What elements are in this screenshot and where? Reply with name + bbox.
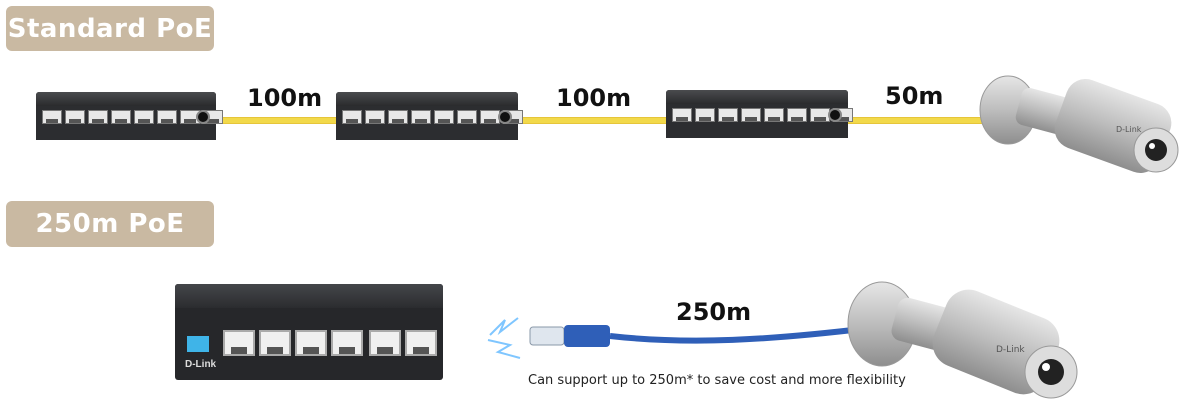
dc-power-icon [828,108,842,122]
caption-text: Can support up to 250m* to save cost and… [528,373,906,388]
distance-label-3: 50m [885,82,944,110]
camera-icon-2: D-Link [847,281,1078,399]
switch-3 [666,90,853,138]
camera-icon: D-Link [979,75,1179,174]
poe-switch-250m: D-Link [175,284,443,380]
standard-poe-label: Standard PoE [7,13,213,44]
camera-brand-text-2: D-Link [996,345,1025,355]
switch-2 [336,92,523,140]
dip-switch-icon [187,336,209,352]
long-poe-badge: 250m PoE [6,201,214,247]
blue-cable [487,317,871,359]
yellow-cable-1 [214,117,338,124]
switch-brand-text: D-Link [185,359,217,370]
switch-1 [36,92,223,140]
distance-label-1: 100m [247,84,323,112]
yellow-cable-2 [516,117,666,124]
distance-label-2: 100m [556,84,632,112]
distance-label-long: 250m [676,298,752,326]
dc-power-icon [196,110,210,124]
yellow-cable-3 [846,117,986,124]
camera-brand-text: D-Link [1116,125,1142,134]
long-poe-label: 250m PoE [35,209,185,239]
dc-power-icon [498,110,512,124]
standard-poe-badge: Standard PoE [6,6,214,51]
